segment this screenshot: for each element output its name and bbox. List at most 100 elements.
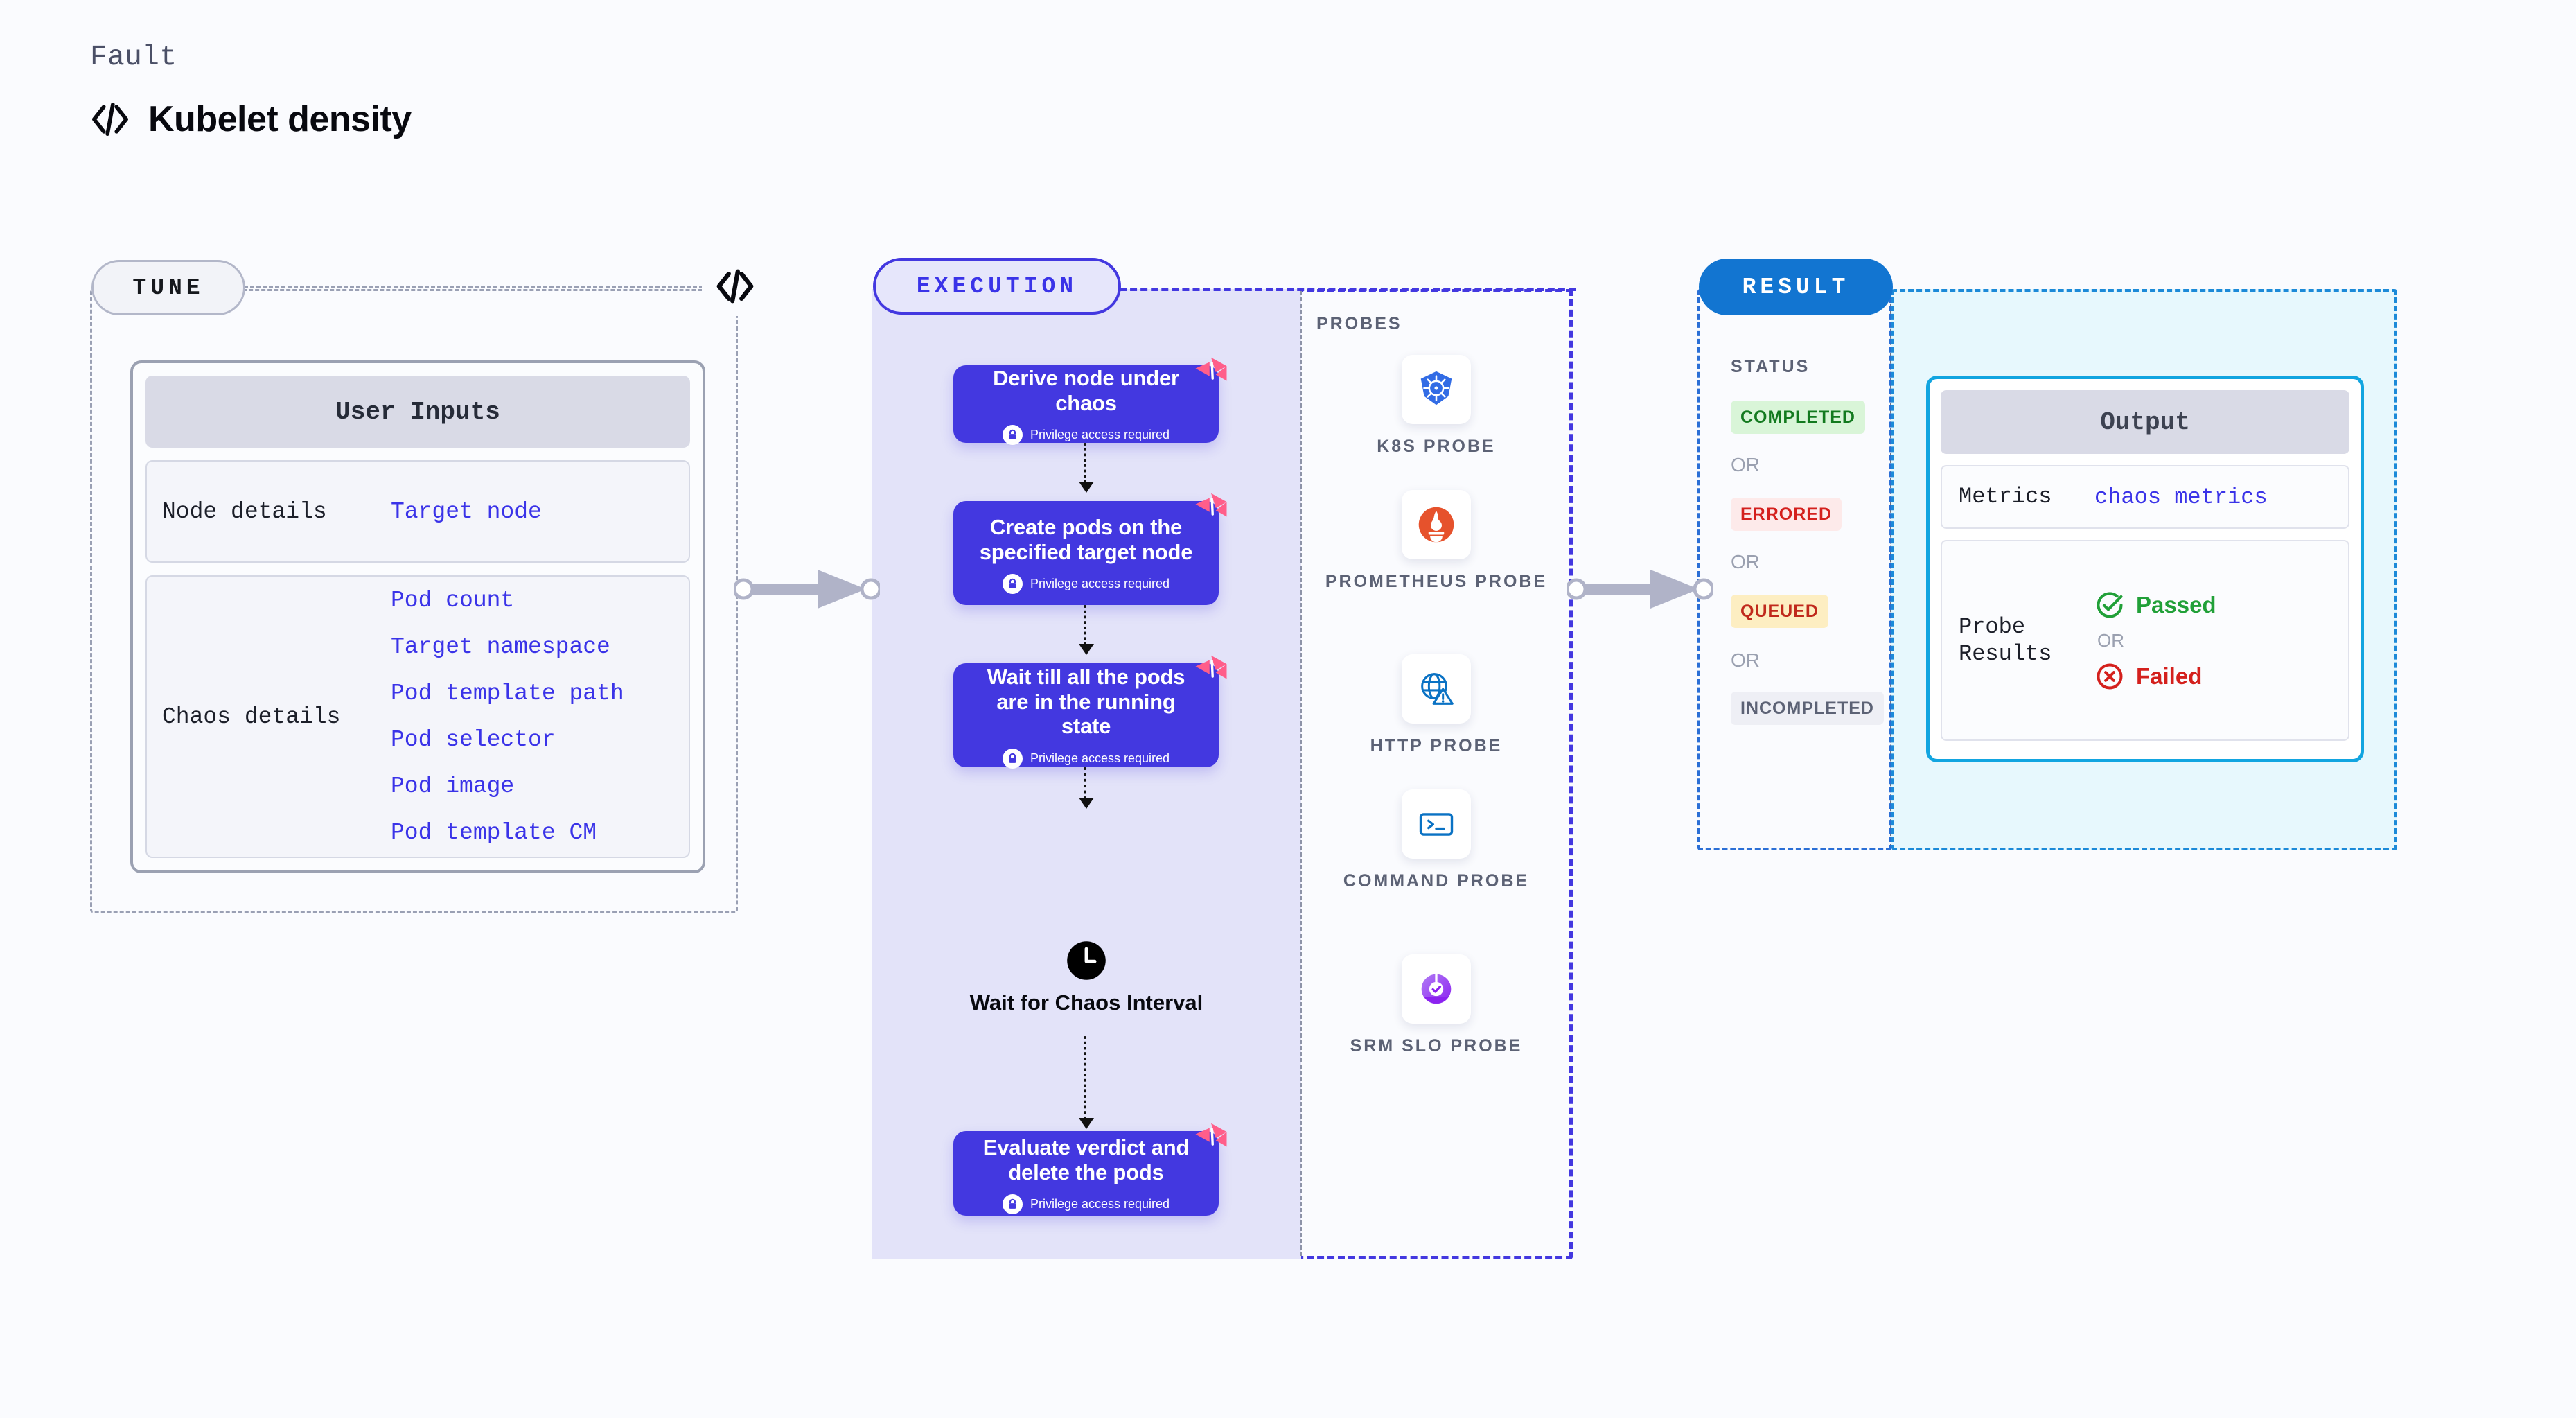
privilege-text: Privilege access required (1030, 751, 1170, 766)
param-pod-selector[interactable]: Pod selector (391, 727, 556, 753)
privilege-text: Privilege access required (1030, 428, 1170, 442)
x-circle-icon (2097, 663, 2123, 690)
status-badge-queued: QUEUED (1731, 595, 1828, 628)
section-values: Target node (391, 499, 542, 525)
step-card[interactable]: Create pods on the specified target node… (953, 493, 1227, 605)
probe-label: COMMAND PROBE (1343, 871, 1530, 891)
lock-icon (1002, 574, 1023, 595)
harness-logo-icon (1195, 655, 1227, 679)
probe-label: PROMETHEUS PROBE (1325, 572, 1548, 591)
section-values: Pod count Target namespace Pod template … (391, 588, 624, 846)
step-card[interactable]: Wait till all the pods are in the runnin… (953, 655, 1227, 769)
privilege-text: Privilege access required (1030, 1197, 1170, 1211)
step-evaluate-verdict[interactable]: Evaluate verdict and delete the pods Pri… (953, 1123, 1227, 1216)
step-privilege-note: Privilege access required (1002, 1194, 1170, 1215)
metrics-value[interactable]: chaos metrics (2094, 484, 2268, 510)
globe-warning-icon (1421, 673, 1454, 705)
probe-tile[interactable] (1402, 654, 1471, 724)
privilege-text: Privilege access required (1030, 577, 1170, 591)
result-pill-label[interactable]: RESULT (1699, 259, 1893, 315)
harness-logo-icon (1195, 1123, 1227, 1147)
verdict-failed: Failed (2094, 661, 2216, 692)
status-title: STATUS (1731, 357, 1810, 376)
kubernetes-icon (1420, 371, 1452, 405)
step-title: Wait till all the pods are in the runnin… (987, 664, 1185, 739)
connector-tune-to-execution (734, 570, 880, 609)
param-target-node[interactable]: Target node (391, 498, 542, 525)
verdict-list: Passed OR Failed (2094, 590, 2216, 692)
param-pod-template-path[interactable]: Pod template path (391, 681, 624, 706)
param-pod-image[interactable]: Pod image (391, 773, 515, 799)
page-header: Fault Kubelet density (90, 42, 412, 140)
wait-label: Wait for Chaos Interval (969, 990, 1203, 1015)
flow-arrow-head (1078, 644, 1094, 655)
probe-tile[interactable] (1402, 355, 1471, 424)
status-badge-completed: COMPLETED (1731, 401, 1865, 434)
user-inputs-card: User Inputs Node details Target node Cha… (130, 360, 705, 873)
probe-label: K8S PROBE (1377, 437, 1496, 456)
page-title: Kubelet density (148, 99, 412, 139)
probe-prometheus[interactable]: PROMETHEUS PROBE (1300, 490, 1573, 593)
flow-arrow-head (1078, 798, 1094, 809)
step-privilege-note: Privilege access required (1002, 425, 1170, 446)
probe-srm-slo[interactable]: SRM SLO PROBE (1300, 954, 1573, 1057)
verdict-or: OR (2097, 629, 2124, 651)
param-pod-count[interactable]: Pod count (391, 588, 515, 613)
status-or: OR (1731, 551, 1760, 572)
metrics-label: Metrics (1959, 484, 2052, 510)
param-target-namespace[interactable]: Target namespace (391, 634, 610, 660)
step-derive-node[interactable]: Derive node under chaos Privilege access… (953, 357, 1227, 493)
tune-pill-label[interactable]: TUNE (91, 260, 245, 315)
tune-panel (90, 289, 738, 913)
param-pod-template-cm[interactable]: Pod template CM (391, 820, 597, 846)
lock-icon (1002, 425, 1023, 446)
lock-icon (1002, 1194, 1023, 1215)
probes-column-divider (1300, 291, 1302, 1256)
execution-steps-background (872, 289, 1301, 1259)
status-or: OR (1731, 454, 1760, 475)
probe-k8s[interactable]: K8S PROBE (1300, 355, 1573, 457)
step-title: Evaluate verdict and delete the pods (982, 1135, 1190, 1184)
user-inputs-title: User Inputs (145, 376, 690, 448)
srm-slo-icon (1421, 973, 1452, 1004)
terminal-icon (1419, 813, 1454, 836)
status-or: OR (1731, 649, 1760, 671)
probe-label: SRM SLO PROBE (1350, 1036, 1523, 1056)
lock-icon (1002, 749, 1023, 769)
flow-arrow-head (1078, 482, 1094, 493)
probe-label: HTTP PROBE (1370, 736, 1503, 755)
status-badge-errored: ERRORED (1731, 498, 1842, 531)
step-wait-running[interactable]: Wait till all the pods are in the runnin… (953, 655, 1227, 809)
step-card[interactable]: Derive node under chaos Privilege access… (953, 357, 1227, 446)
step-card[interactable]: Evaluate verdict and delete the pods Pri… (953, 1123, 1227, 1216)
probe-http[interactable]: HTTP PROBE (1300, 654, 1573, 757)
flow-arrow-line (1083, 605, 1089, 645)
probe-tile[interactable] (1402, 490, 1471, 559)
verdict-passed: Passed (2094, 590, 2216, 620)
execution-pill-label[interactable]: EXECUTION (873, 258, 1121, 315)
code-brackets-icon (92, 102, 128, 137)
step-privilege-note: Privilege access required (1002, 574, 1170, 595)
section-label: Chaos details (162, 703, 341, 730)
execution-connector-line (1120, 288, 1576, 291)
node-details-section: Node details Target node (145, 460, 690, 563)
probes-column: PROBES K8S PROBE (1300, 289, 1573, 1259)
clock-icon (1067, 941, 1106, 980)
probe-tile[interactable] (1402, 789, 1471, 859)
harness-logo-icon (1195, 493, 1227, 517)
step-create-pods[interactable]: Create pods on the specified target node… (953, 493, 1227, 655)
probe-tile[interactable] (1402, 954, 1471, 1024)
verdict-label: Passed (2136, 591, 2216, 618)
check-circle-icon (2097, 592, 2123, 618)
tune-connector-line (244, 286, 722, 288)
verdict-label: Failed (2136, 663, 2203, 689)
flow-arrow-head (1079, 1118, 1094, 1129)
probes-title: PROBES (1316, 314, 1402, 333)
probe-command[interactable]: COMMAND PROBE (1300, 789, 1573, 892)
flow-arrow-line (1083, 767, 1089, 799)
section-label: Node details (162, 498, 327, 525)
prometheus-icon (1418, 507, 1454, 543)
